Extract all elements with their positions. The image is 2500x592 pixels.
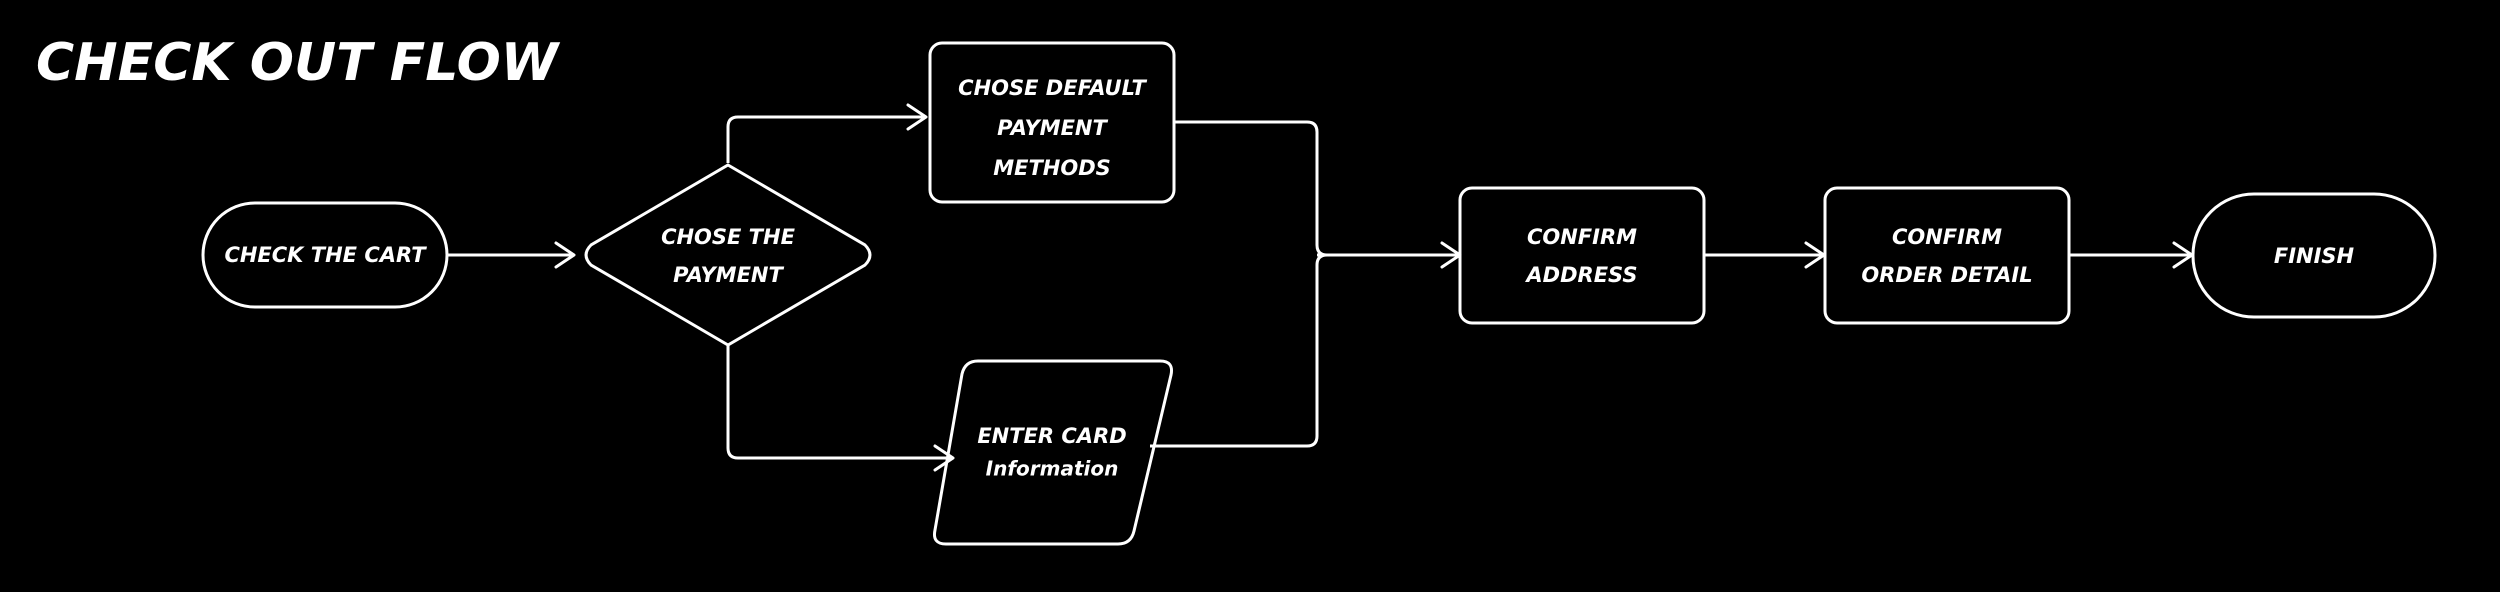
arrowhead-payment-to-card [933, 444, 955, 472]
process-shape [1823, 186, 2071, 325]
nodes: CHECK THE CART CHOSE THE PAYMENT CHOSE D… [201, 41, 2437, 546]
node-label-line-2: ADDRESS [1524, 263, 1637, 287]
node-confirm-address[interactable]: CONFIRM ADDRESS [1458, 186, 1706, 325]
terminator-shape [2191, 192, 2437, 319]
node-label: CHECK THE CART [224, 243, 427, 267]
connector-payment-to-card [726, 345, 951, 460]
node-label-line-2: PAYMENT [673, 263, 784, 287]
terminator-shape [201, 201, 449, 309]
node-label-line-2: Information [986, 457, 1119, 481]
diagram-title: CHECK OUT FLOW [36, 33, 561, 93]
node-check-the-cart[interactable]: CHECK THE CART [201, 201, 449, 309]
connector-default-to-merge [1175, 120, 1328, 257]
arrowhead-payment-to-default [906, 103, 928, 131]
node-chose-default-payment-methods[interactable]: CHOSE DEFAULT PAYMENT METHODS [928, 41, 1176, 204]
node-label-line-1: CONFIRM [1527, 225, 1637, 249]
node-confirm-order-detail[interactable]: CONFIRM ORDER DETAIL [1823, 186, 2071, 325]
node-label-line-3: METHODS [993, 156, 1111, 180]
node-label-line-1: CHOSE THE [661, 225, 796, 249]
node-label: FINISH [2274, 244, 2355, 268]
node-label-line-1: CHOSE DEFAULT [958, 76, 1147, 100]
node-label-line-1: ENTER CARD [977, 424, 1126, 448]
arrowhead-cart-to-payment [554, 241, 576, 269]
process-shape [928, 41, 1176, 204]
node-chose-the-payment[interactable]: CHOSE THE PAYMENT [584, 163, 872, 347]
process-shape [1458, 186, 1706, 325]
input-output-shape [933, 359, 1173, 546]
node-finish[interactable]: FINISH [2191, 192, 2437, 319]
decision-shape [584, 163, 872, 347]
connector-card-to-merge [1150, 253, 1328, 448]
node-enter-card-information[interactable]: ENTER CARD Information [933, 359, 1173, 546]
node-label-line-2: ORDER DETAIL [1861, 263, 2032, 287]
connectors [448, 103, 2194, 472]
node-label-line-2: PAYMENT [997, 116, 1108, 140]
node-label-line-1: CONFIRM [1892, 225, 2002, 249]
connector-payment-to-default [726, 115, 924, 163]
